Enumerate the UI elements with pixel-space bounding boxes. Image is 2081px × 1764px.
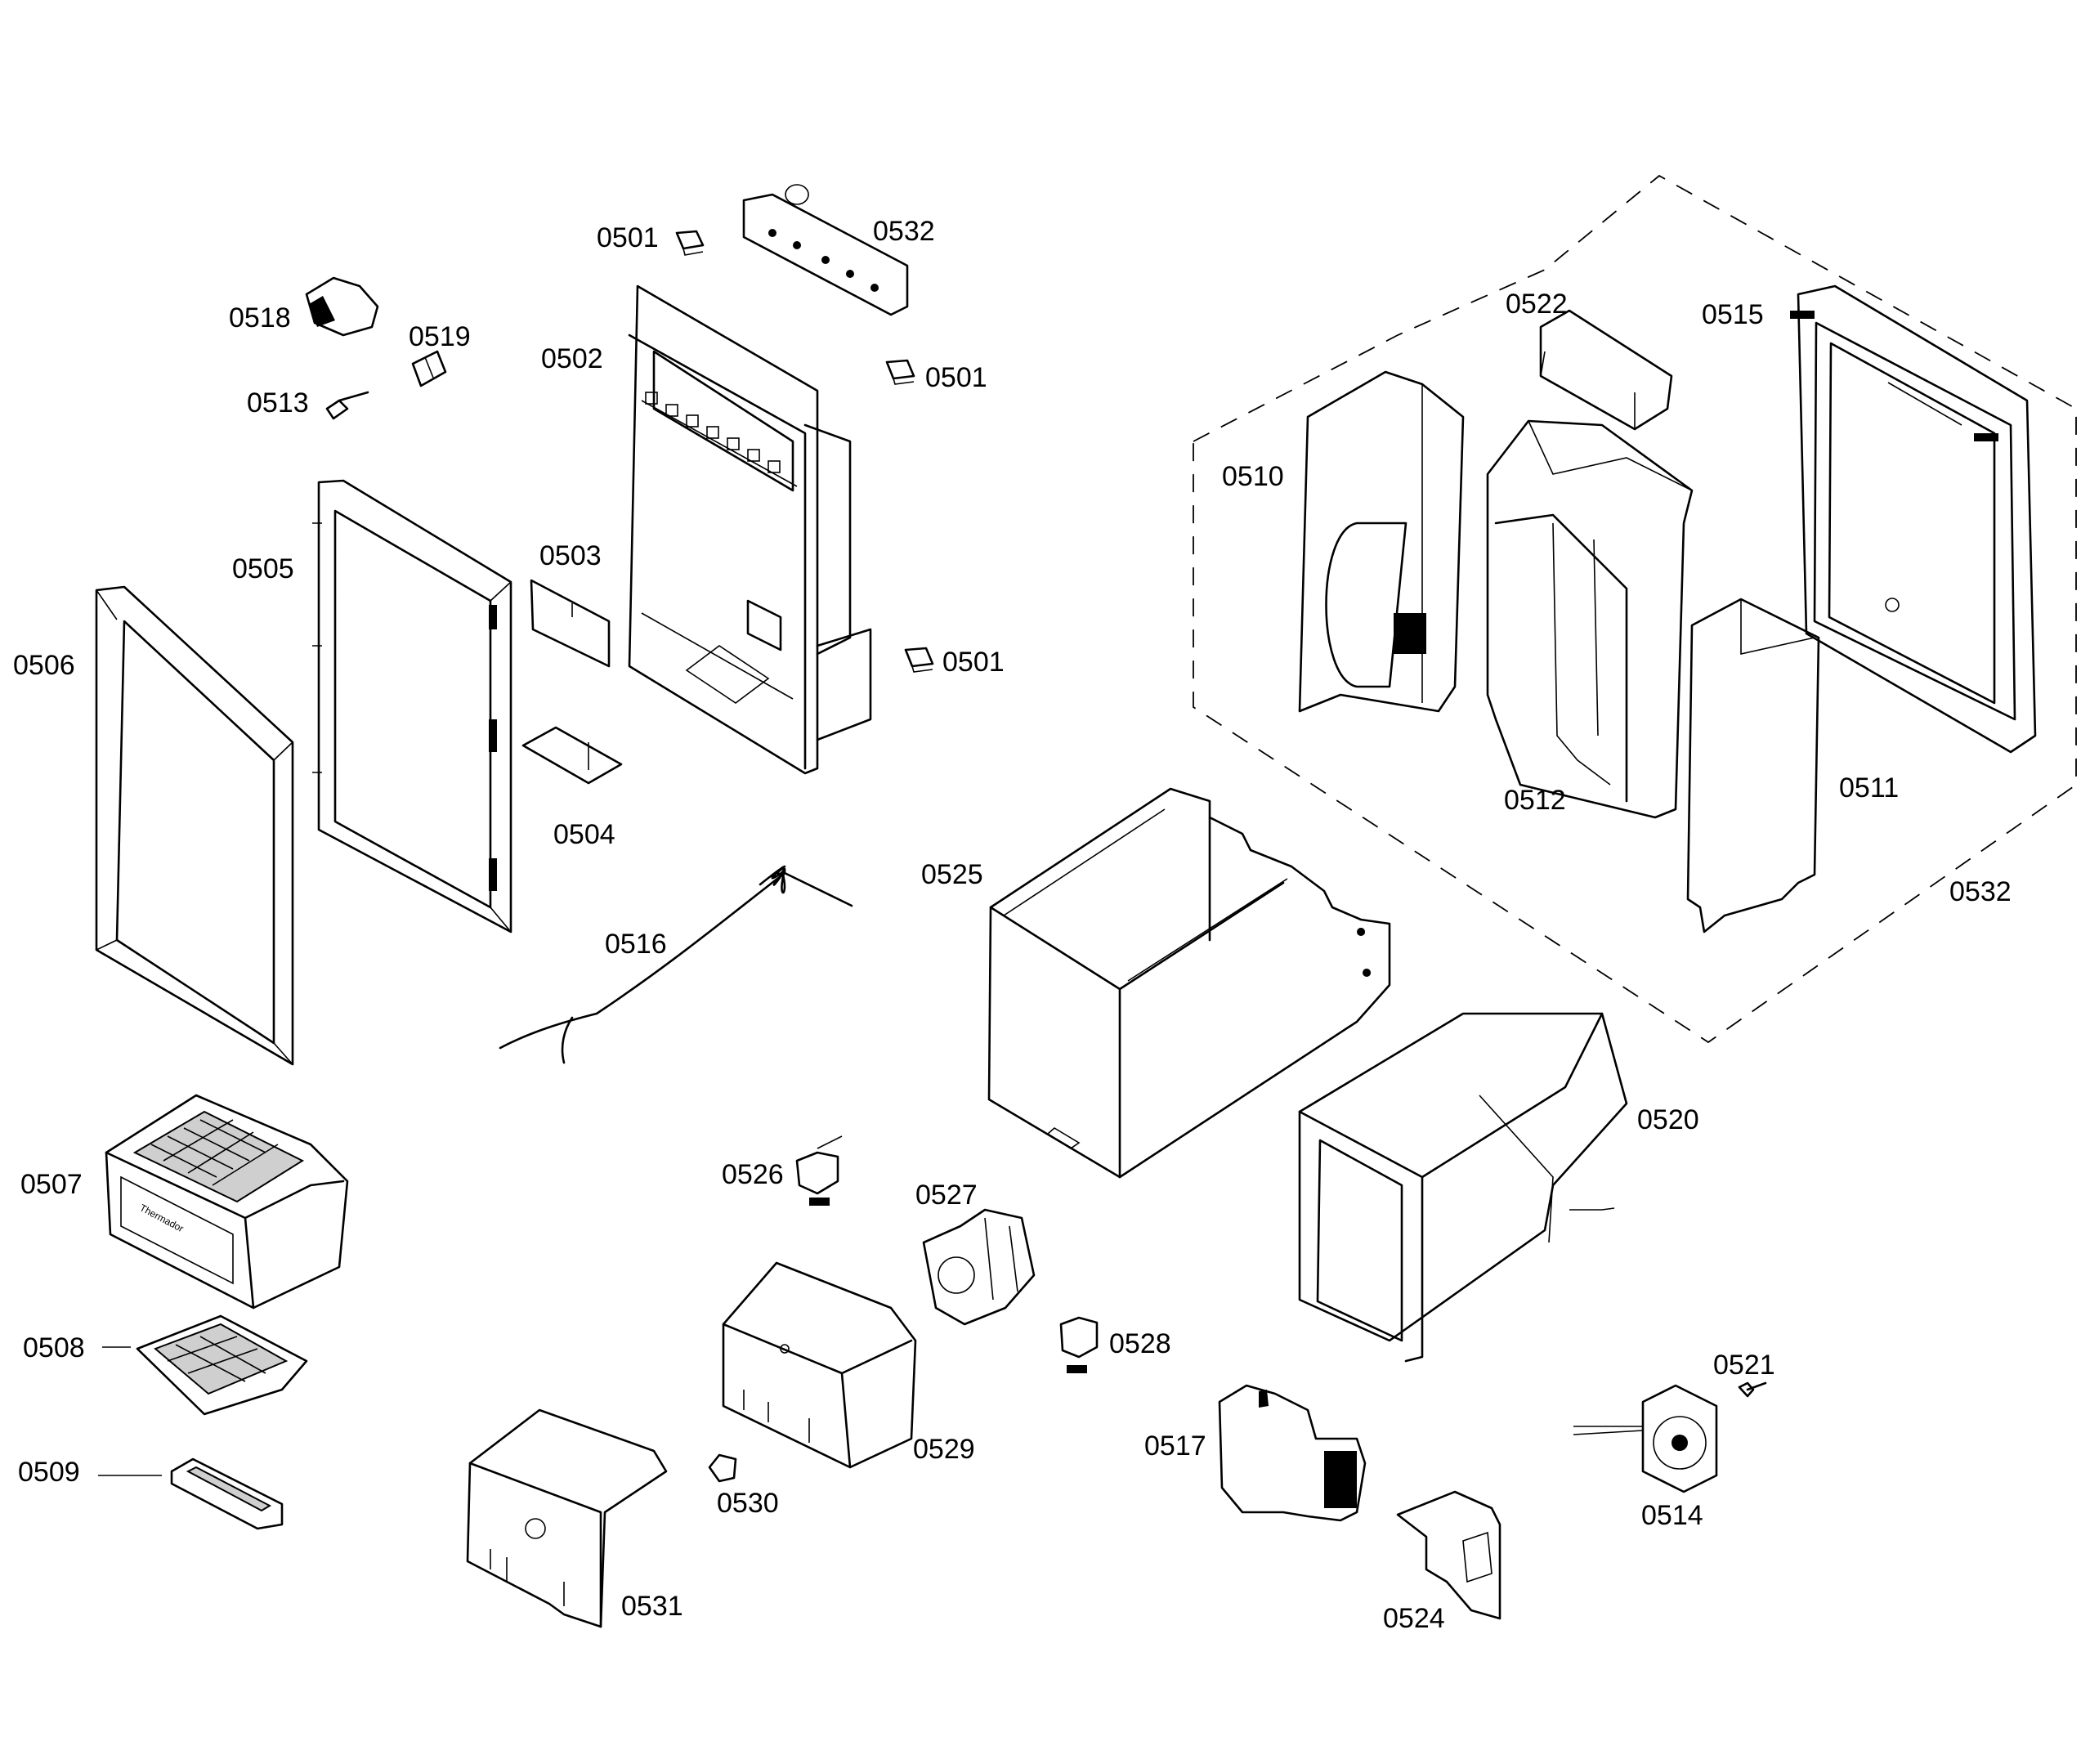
part-0519-bulb-socket: [411, 350, 447, 387]
callout-0503: 0503: [539, 540, 602, 571]
callout-0528: 0528: [1109, 1328, 1171, 1359]
callout-0504: 0504: [553, 819, 615, 850]
part-0528-switch: [1059, 1316, 1099, 1373]
callout-0506: 0506: [13, 650, 75, 681]
callout-0516: 0516: [605, 929, 667, 960]
assembly-boundary: [1193, 174, 2077, 1044]
part-0526-switch: [795, 1151, 839, 1206]
callout-0522: 0522: [1506, 289, 1568, 320]
part-0501-clip: [675, 230, 705, 256]
part-0516-heater-wire: [499, 865, 853, 1064]
part-0510-duct: [1298, 370, 1465, 713]
part-0501-clip: [885, 359, 915, 385]
callout-0530: 0530: [717, 1488, 779, 1519]
part-0505-inner-frame: [312, 479, 512, 933]
part-0525-frame: [987, 787, 1391, 1179]
part-0515-door: [1790, 284, 2037, 754]
callout-0508: 0508: [23, 1332, 85, 1363]
callout-0532: 0532: [1949, 876, 2012, 907]
part-0502-dispenser-housing: [628, 284, 872, 775]
part-0518-cap: [305, 276, 379, 337]
callout-0519: 0519: [409, 321, 471, 352]
part-0531-cover: [466, 1408, 668, 1628]
callout-0505: 0505: [232, 553, 294, 584]
callout-0511: 0511: [1839, 772, 1900, 804]
part-0529-housing: [722, 1261, 917, 1469]
part-0507-drip-tray-housing: Thermador: [105, 1094, 349, 1310]
callout-0507: 0507: [20, 1169, 83, 1200]
part-0522-cover: [1539, 309, 1673, 431]
part-0508-grille: [136, 1314, 308, 1416]
callout-0509: 0509: [18, 1457, 80, 1488]
part-0513-bulb: [325, 391, 369, 420]
part-0520-ice-bin: [1298, 1012, 1628, 1363]
part-0521-screw: [1738, 1381, 1767, 1398]
callout-0514: 0514: [1641, 1500, 1703, 1531]
part-0503-plate: [530, 579, 611, 668]
callout-0513: 0513: [247, 387, 309, 419]
part-0517-actuator: [1218, 1384, 1367, 1522]
part-0501-clip: [904, 647, 934, 673]
part-0514-fan: [1573, 1384, 1718, 1493]
part-0512-evaporator: [1486, 419, 1694, 819]
part-0530-clip: [708, 1453, 737, 1483]
callout-0524: 0524: [1383, 1603, 1445, 1634]
callout-0512: 0512: [1504, 785, 1566, 816]
callout-0529: 0529: [913, 1434, 975, 1465]
part-0509-tray: [170, 1457, 284, 1530]
callout-0518: 0518: [229, 302, 291, 334]
callout-0520: 0520: [1637, 1104, 1699, 1135]
part-0524-bracket: [1396, 1490, 1501, 1620]
part-0504-plate: [521, 726, 623, 785]
callout-0525: 0525: [921, 859, 983, 890]
callout-0526: 0526: [722, 1159, 784, 1190]
callout-0517: 0517: [1144, 1430, 1206, 1462]
callout-0531: 0531: [621, 1591, 683, 1622]
callout-0527: 0527: [915, 1180, 978, 1211]
callout-0532: 0532: [873, 216, 935, 247]
callout-0502: 0502: [541, 343, 603, 374]
part-0506-door-frame: [95, 585, 294, 1066]
part-0527-motor: [922, 1208, 1036, 1326]
callout-0501: 0501: [597, 222, 659, 253]
callout-0501: 0501: [925, 362, 987, 393]
callout-0510: 0510: [1222, 461, 1284, 492]
part-0511-plate: [1686, 598, 1820, 933]
part-0532-control-board: [742, 184, 909, 316]
callout-0501: 0501: [942, 647, 1005, 678]
callout-0521: 0521: [1713, 1350, 1775, 1381]
callout-0515: 0515: [1702, 299, 1764, 330]
leader-lines: [98, 742, 843, 1476]
